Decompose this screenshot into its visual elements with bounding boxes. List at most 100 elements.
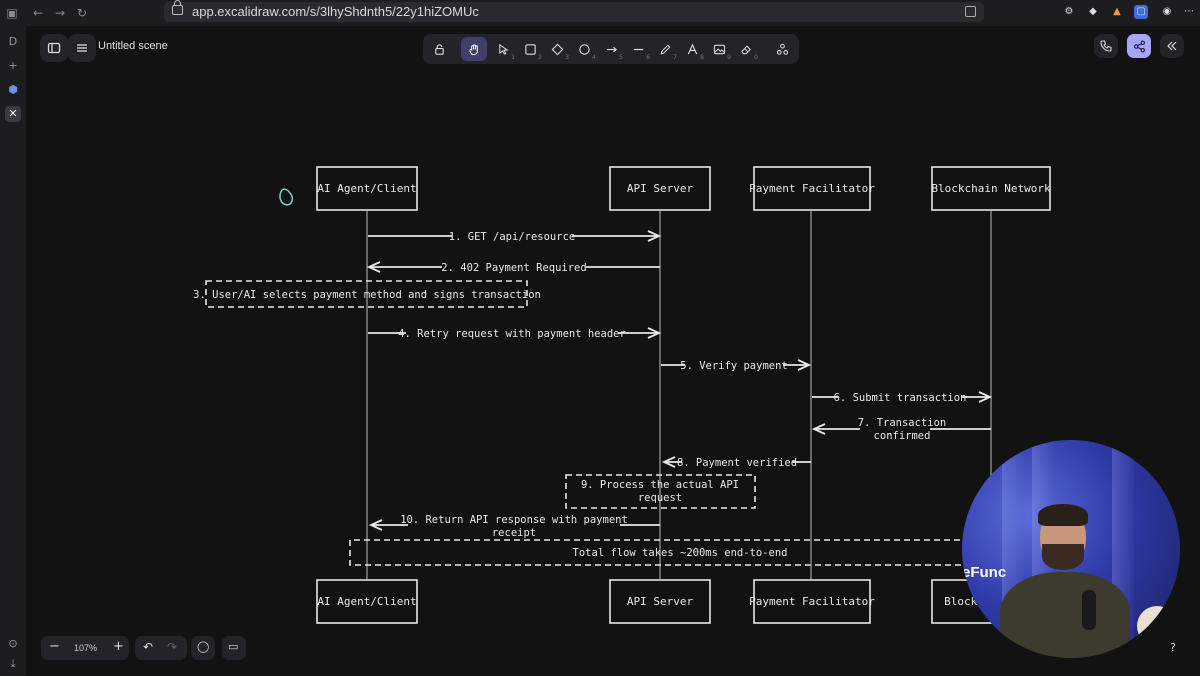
note-box-9[interactable] bbox=[565, 474, 756, 509]
hand-icon bbox=[468, 43, 478, 55]
back-icon[interactable]: ← bbox=[32, 6, 44, 20]
eraser-tool[interactable]: 0 bbox=[733, 37, 759, 61]
phone-icon bbox=[1100, 40, 1112, 52]
double-chevron-left-icon bbox=[1167, 41, 1177, 51]
msg-label: 10. Return API response with payment bbox=[400, 514, 628, 526]
lock-tool[interactable] bbox=[426, 37, 452, 61]
sidebar-toggle-icon[interactable]: ▣ bbox=[6, 6, 18, 20]
panel-icon bbox=[47, 42, 61, 54]
main-menu-button[interactable] bbox=[68, 34, 96, 62]
note-box-total[interactable] bbox=[349, 539, 970, 566]
shapes-icon bbox=[776, 43, 788, 55]
present-button[interactable]: ▭ bbox=[222, 636, 246, 660]
msg-label: 8. Payment verified bbox=[677, 457, 797, 469]
cursor-icon bbox=[279, 188, 293, 206]
undo-icon[interactable]: ↶ bbox=[143, 640, 154, 654]
tools-toolbar: 1 2 3 4 5 6 7 8 9 0 bbox=[423, 34, 799, 64]
msg-label: 2. 402 Payment Required bbox=[441, 262, 586, 274]
collapse-sidebar-button[interactable] bbox=[1160, 34, 1184, 58]
zoom-out-icon[interactable]: − bbox=[49, 639, 60, 654]
participant-box-facilitator[interactable] bbox=[753, 166, 871, 211]
participant-box-facilitator-bottom[interactable] bbox=[753, 579, 871, 624]
tool-key: 0 bbox=[754, 54, 758, 61]
hamburger-icon bbox=[77, 44, 87, 52]
settings-icon[interactable]: ⊙ bbox=[8, 637, 18, 650]
more-tools[interactable] bbox=[769, 37, 795, 61]
note-label: 3. User/AI selects payment method and si… bbox=[193, 289, 541, 301]
scene-title[interactable]: Untitled scene bbox=[98, 40, 168, 52]
presentation-icon: ▭ bbox=[228, 640, 239, 653]
webcam-overlay-text: eFunc bbox=[962, 564, 1007, 581]
line-tool[interactable]: 6 bbox=[625, 37, 651, 61]
microphone bbox=[1082, 590, 1096, 630]
selection-tool[interactable]: 1 bbox=[490, 37, 516, 61]
profile-icon[interactable]: ◉ bbox=[1162, 6, 1172, 17]
rail-letter[interactable]: D bbox=[8, 35, 18, 48]
download-icon[interactable]: ⤓ bbox=[10, 657, 16, 670]
text-tool[interactable]: 8 bbox=[679, 37, 705, 61]
comments-button[interactable]: ◯ bbox=[191, 636, 215, 660]
app-cube-icon[interactable]: ⬢ bbox=[8, 83, 18, 96]
zoom-level[interactable]: 107% bbox=[74, 643, 98, 653]
participant-label: Payment Facilitator bbox=[749, 595, 875, 608]
arrowhead bbox=[797, 359, 812, 371]
ellipse-tool[interactable]: 4 bbox=[571, 37, 597, 61]
msg-label: 1. GET /api/resource bbox=[449, 231, 575, 243]
url-text: app.excalidraw.com/s/3lhyShdnth5/22y1hiZ… bbox=[192, 4, 479, 19]
menu-icon[interactable]: ⋯ bbox=[1184, 6, 1194, 17]
arrowhead bbox=[978, 391, 993, 403]
tool-key: 9 bbox=[727, 54, 731, 61]
library-toggle-button[interactable] bbox=[40, 34, 68, 62]
zoom-in-icon[interactable]: + bbox=[113, 639, 124, 654]
call-button[interactable] bbox=[1094, 34, 1118, 58]
note-label: 9. Process the actual API bbox=[581, 479, 739, 491]
extension-badge-icon[interactable]: ▢ bbox=[1134, 5, 1148, 19]
tool-key: 6 bbox=[646, 54, 650, 61]
pointer-icon bbox=[498, 43, 509, 55]
text-icon bbox=[687, 42, 697, 54]
arrow-tool[interactable]: 5 bbox=[598, 37, 624, 61]
webcam-overlay: eFunc bbox=[962, 440, 1180, 658]
line-icon bbox=[633, 48, 643, 50]
tool-key: 5 bbox=[619, 54, 623, 61]
extension-gear-icon[interactable]: ⚙ bbox=[1064, 6, 1074, 17]
arrowhead bbox=[366, 261, 381, 273]
note-box-3[interactable] bbox=[205, 280, 528, 308]
reload-icon[interactable]: ↻ bbox=[76, 6, 88, 20]
share-icon bbox=[1133, 40, 1145, 52]
add-icon[interactable]: + bbox=[8, 59, 18, 72]
participant-label: AI Agent/Client bbox=[317, 595, 416, 608]
participant-label: Payment Facilitator bbox=[749, 182, 875, 195]
diamond-tool[interactable]: 3 bbox=[544, 37, 570, 61]
excalidraw-app-icon[interactable]: ✕ bbox=[5, 106, 21, 122]
zoom-controls: − + bbox=[41, 636, 129, 660]
copy-link-icon[interactable] bbox=[965, 6, 976, 17]
rectangle-icon bbox=[524, 43, 536, 55]
extension-diamond-icon[interactable]: ◆ bbox=[1089, 6, 1097, 17]
participant-label: API Server bbox=[627, 182, 694, 195]
draw-tool[interactable]: 7 bbox=[652, 37, 678, 61]
share-button[interactable] bbox=[1127, 34, 1151, 58]
lock-icon bbox=[434, 43, 444, 55]
pencil-icon bbox=[660, 44, 670, 54]
rectangle-tool[interactable]: 2 bbox=[517, 37, 543, 61]
arrowhead bbox=[661, 456, 676, 468]
redo-icon[interactable]: ↷ bbox=[167, 640, 178, 654]
metamask-fox-icon[interactable]: ▲ bbox=[1113, 6, 1121, 17]
hand-tool[interactable] bbox=[461, 37, 487, 61]
lock-icon bbox=[172, 0, 183, 15]
msg-label: 7. Transaction bbox=[858, 417, 947, 429]
arrowhead bbox=[647, 230, 662, 242]
forward-icon[interactable]: → bbox=[54, 6, 66, 20]
image-tool[interactable]: 9 bbox=[706, 37, 732, 61]
browser-side-rail: D + ⬢ ✕ ⊙ ⤓ bbox=[0, 26, 26, 676]
eraser-icon bbox=[740, 45, 751, 54]
msg-label: 4. Retry request with payment header bbox=[398, 328, 626, 340]
ellipse-icon bbox=[578, 43, 590, 55]
participant-label: API Server bbox=[627, 595, 694, 608]
tool-key: 1 bbox=[511, 54, 515, 61]
address-bar[interactable]: app.excalidraw.com/s/3lhyShdnth5/22y1hiZ… bbox=[164, 0, 984, 22]
note-label: Total flow takes ~200ms end-to-end bbox=[573, 547, 788, 559]
help-icon[interactable]: ? bbox=[1170, 641, 1176, 654]
presenter-beard bbox=[1042, 544, 1084, 570]
